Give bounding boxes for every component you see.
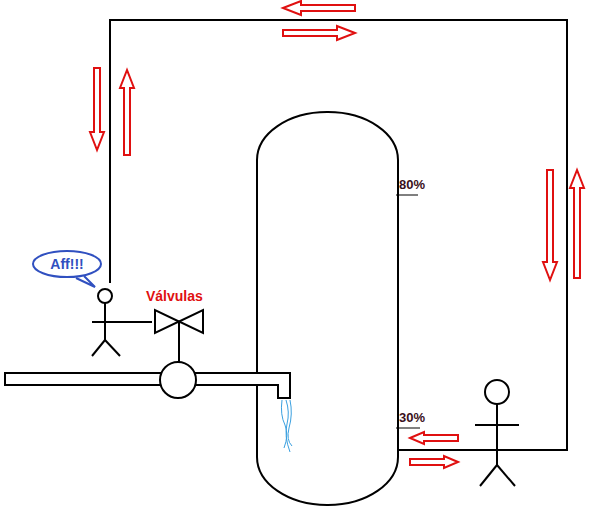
valve-stem <box>178 322 180 362</box>
level-mark <box>396 195 418 196</box>
level-label: 80% <box>399 177 425 193</box>
bubble-outline <box>33 251 101 277</box>
speech-tail <box>76 276 95 287</box>
tank <box>257 112 398 505</box>
operator-figure <box>475 380 519 486</box>
flow-arrows <box>90 1 584 468</box>
speech-text: Aff!!! <box>50 256 83 273</box>
inlet-pipe <box>5 373 290 398</box>
valve-symbol <box>155 310 179 333</box>
valve-label: Válvulas <box>146 288 203 305</box>
level-label: 30% <box>399 410 425 426</box>
operator-figure <box>92 289 152 356</box>
speech-bubble: Aff!!! <box>32 250 102 278</box>
water-drip <box>281 400 292 452</box>
level-mark <box>396 428 420 429</box>
pump <box>160 362 196 398</box>
valve-symbol <box>179 310 203 333</box>
